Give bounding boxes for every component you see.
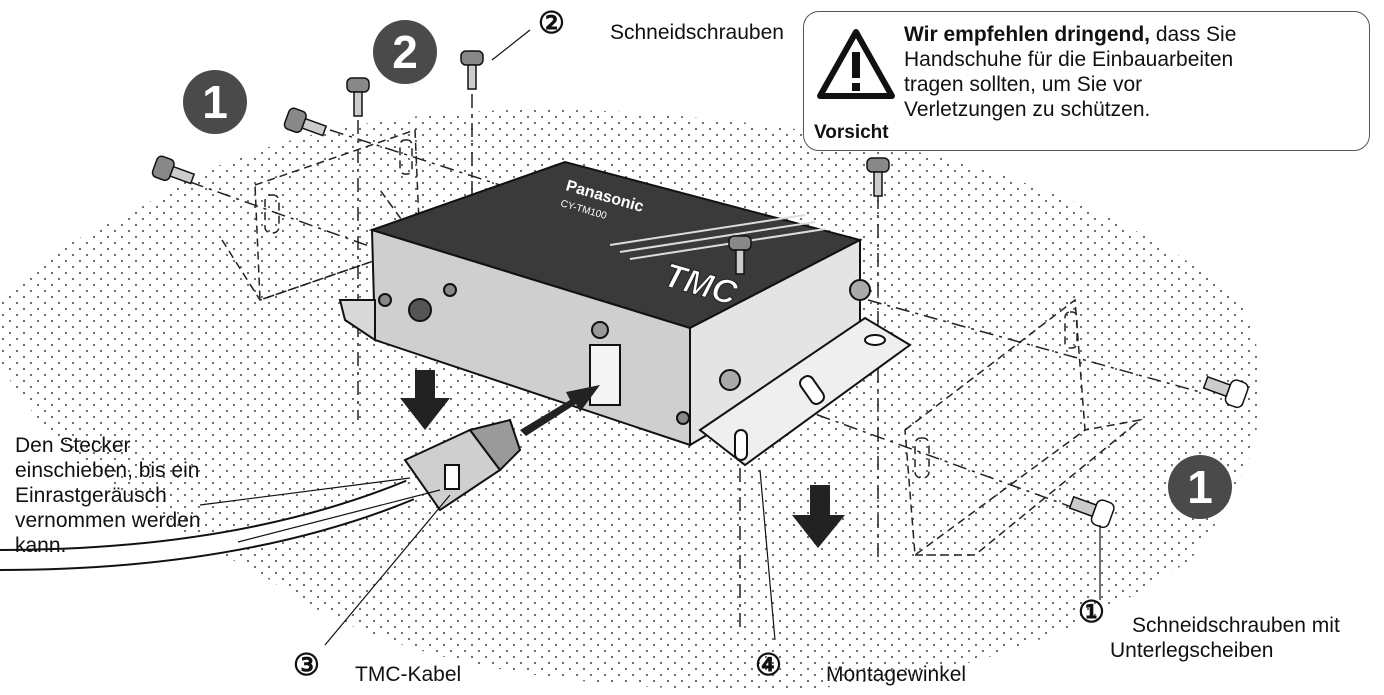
callout-number-1: ① — [1078, 596, 1105, 629]
callout-label-4: Montagewinkel — [826, 663, 967, 686]
callout-label-1-line-2: Unterlegscheiben — [1110, 639, 1274, 662]
warning-box: Vorsicht Wir empfehlen dringend, dass Si… — [803, 11, 1370, 151]
step-marker-1-left: 1 — [183, 70, 247, 134]
callout-label-3: TMC-Kabel — [355, 663, 462, 686]
callout-number-2: ② — [538, 7, 565, 40]
tmc-unit — [338, 160, 912, 467]
callout-label-2: Schneidschrauben — [610, 21, 784, 44]
screw-2 — [283, 107, 328, 137]
step-marker-2: 2 — [373, 20, 437, 84]
warning-triangle-icon — [817, 29, 895, 99]
warning-text: Wir empfehlen dringend, dass Sie Handsch… — [904, 22, 1364, 122]
screw-3 — [346, 77, 370, 117]
screws — [151, 50, 1249, 529]
plug-note-line-4: vernommen werden — [15, 509, 201, 532]
screw-7 — [1202, 375, 1249, 409]
warning-line-3: Verletzungen zu schützen. — [904, 98, 1151, 121]
screw-4 — [460, 50, 484, 90]
callout-label-1-line-1: Schneidschrauben mit — [1132, 614, 1340, 637]
warning-bold-lead: Wir empfehlen dringend, — [904, 23, 1150, 46]
callout-number-4: ④ — [755, 649, 782, 682]
plug-note-line-1: Den Stecker — [15, 434, 131, 457]
warning-line-1: Handschuhe für die Einbauarbeiten — [904, 48, 1234, 71]
left-bracket — [221, 128, 422, 302]
callout-number-3: ③ — [293, 649, 320, 682]
warning-text-1: dass Sie — [1150, 23, 1237, 46]
warning-word: Vorsicht — [814, 122, 889, 143]
plug-note-line-3: Einrastgeräusch — [15, 484, 167, 507]
right-bracket — [904, 298, 1143, 557]
leader-lines — [199, 29, 1101, 646]
screw-6 — [728, 235, 752, 275]
tmc-cable — [0, 418, 522, 571]
screw-5 — [866, 157, 890, 197]
screw-1 — [151, 155, 196, 185]
plug-note-line-5: kann. — [15, 534, 67, 557]
direction-arrows — [400, 370, 845, 548]
plug-note-line-2: einschieben, bis ein — [15, 459, 200, 482]
warning-line-2: tragen sollten, um Sie vor — [904, 73, 1143, 96]
step-marker-1-right: 1 — [1168, 455, 1232, 519]
screw-8 — [1068, 495, 1115, 529]
